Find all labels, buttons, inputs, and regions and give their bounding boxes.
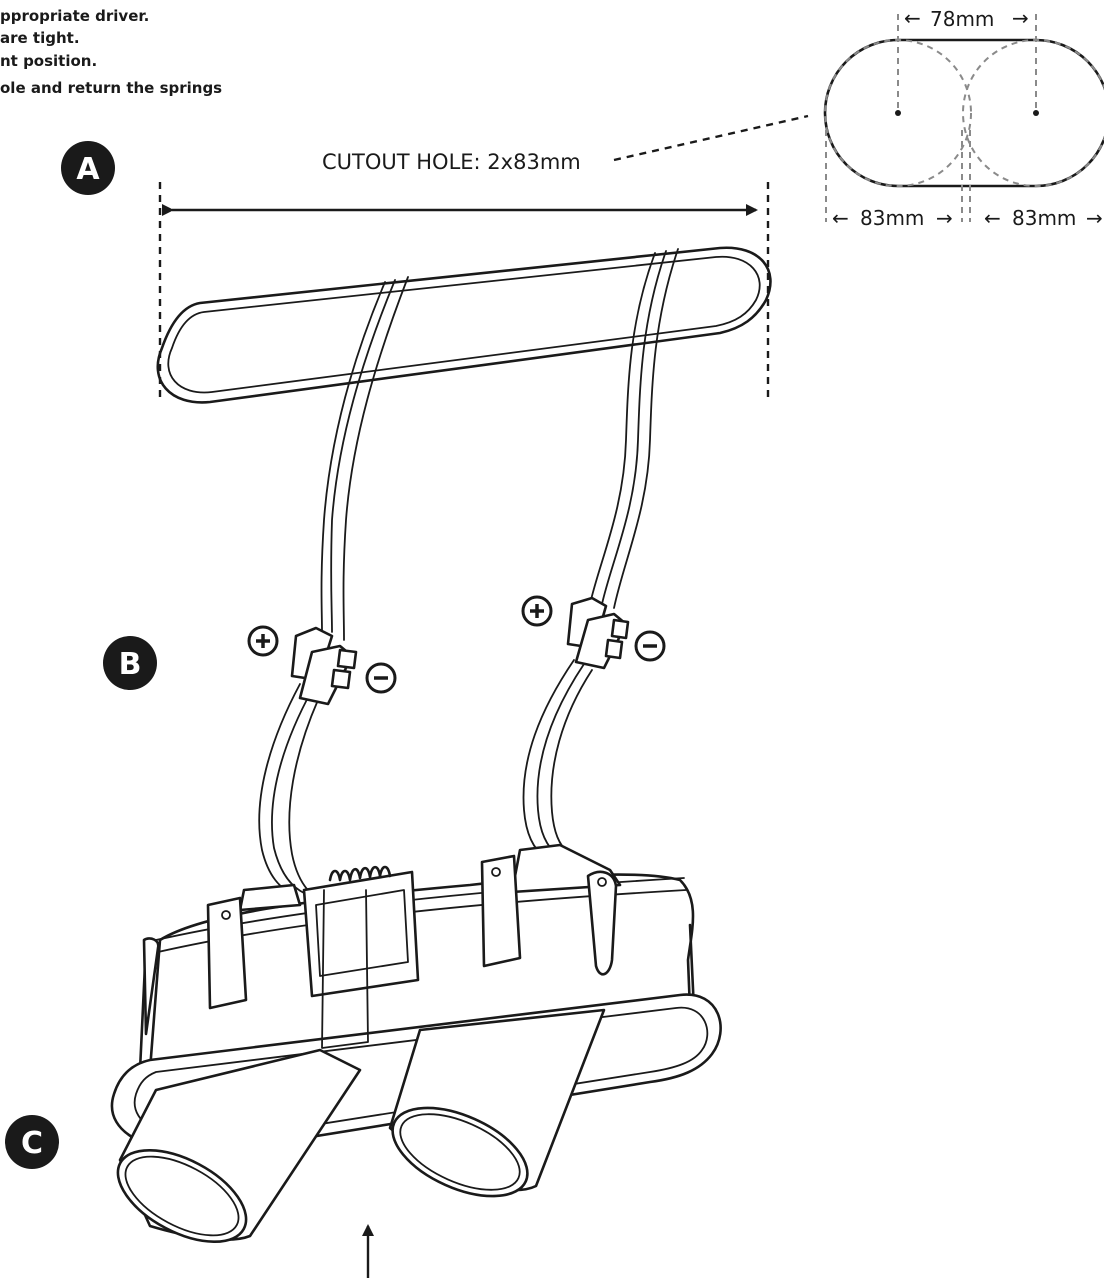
instruction-line-4: ole and return the springs: [0, 79, 222, 97]
instruction-line-3: nt position.: [0, 52, 97, 70]
cutout-leader-line: [613, 114, 809, 162]
power-cables: [258, 248, 679, 897]
left-edge-clip: [142, 937, 160, 1036]
right-tube-rim: [391, 1106, 529, 1198]
right-lower-cable-1: [522, 659, 575, 859]
left-clip: [206, 896, 248, 1010]
left-cable-2: [330, 279, 396, 633]
ceiling-cutout-plate: [156, 246, 772, 404]
right-clip-hole: [597, 877, 607, 887]
downlight-fixture: [110, 843, 722, 1244]
right-cable-3: [613, 248, 679, 609]
left-connector-pin: [336, 648, 358, 670]
left-cable-3: [342, 276, 409, 641]
right-positive-symbol: +: [521, 595, 553, 627]
center-spacing-left-arrow: ←: [904, 6, 921, 30]
left-diameter-label: 83mm: [860, 206, 924, 230]
right-cable-2: [601, 250, 667, 605]
plate-outer-edge: [156, 246, 772, 404]
oval-cutout-outline: [823, 38, 1104, 188]
left-connector-pin-2: [330, 668, 352, 690]
right-lower-cable-2: [536, 663, 585, 856]
torsion-spring: [302, 865, 420, 1049]
center-clip-hole: [491, 867, 501, 877]
center-spacing-right-arrow: →: [1012, 6, 1029, 30]
center-spacing-label: 78mm: [930, 7, 994, 31]
left-connector: [290, 626, 358, 706]
instruction-line-1: ppropriate driver.: [0, 7, 149, 25]
cutout-label: CUTOUT HOLE: 2x83mm: [322, 150, 581, 174]
step-badge-b: B: [103, 636, 157, 690]
step-badge-b-label: B: [119, 647, 142, 682]
right-diameter-label: 83mm: [1012, 206, 1076, 230]
fixture-bracket-left: [238, 883, 302, 912]
right-lamp-tube: [388, 1008, 606, 1198]
left-lower-cable-1: [258, 683, 301, 896]
step-badge-a: A: [61, 141, 115, 195]
center-clip: [480, 854, 522, 968]
right-cable-1: [589, 252, 656, 605]
step-badge-a-label: A: [76, 152, 100, 187]
spring-coil: [328, 865, 392, 882]
left-clip-hole: [221, 910, 231, 920]
left-tube-rim: [116, 1148, 248, 1244]
right-connector: [566, 596, 630, 670]
left-lower-cable-3: [288, 699, 319, 897]
left-dim-right-arrow: →: [936, 206, 953, 230]
right-connector-pin: [610, 618, 630, 640]
cutout-shape-detail: 78mm ← → ← 83mm → ← 83mm →: [823, 6, 1104, 230]
left-center-dot: [895, 110, 901, 116]
left-lower-cable-2: [271, 689, 313, 894]
spring-frame-inner: [315, 889, 409, 977]
plate-inner-edge: [167, 255, 761, 394]
right-center-dot: [1033, 110, 1039, 116]
right-dim-right-arrow: →: [1086, 206, 1103, 230]
spring-wire: [321, 889, 369, 1049]
right-dim-left-arrow: ←: [984, 206, 1001, 230]
left-dim-left-arrow: ←: [832, 206, 849, 230]
step-badge-c: C: [5, 1115, 59, 1169]
left-negative-symbol: −: [365, 662, 397, 694]
right-tube-lens: [399, 1113, 521, 1191]
instruction-list: ppropriate driver. are tight. nt positio…: [0, 7, 222, 97]
left-tube-lens: [124, 1155, 240, 1237]
instruction-line-2: are tight.: [0, 29, 80, 47]
right-connector-pin-2: [604, 638, 624, 660]
step-badge-c-label: C: [21, 1126, 43, 1161]
right-lower-cable-3: [550, 669, 593, 853]
right-negative-symbol: −: [634, 630, 666, 662]
left-cable-1: [320, 281, 386, 633]
left-positive-symbol: +: [247, 625, 279, 657]
left-lamp-tube: [116, 1048, 362, 1244]
right-clip: [586, 870, 618, 976]
